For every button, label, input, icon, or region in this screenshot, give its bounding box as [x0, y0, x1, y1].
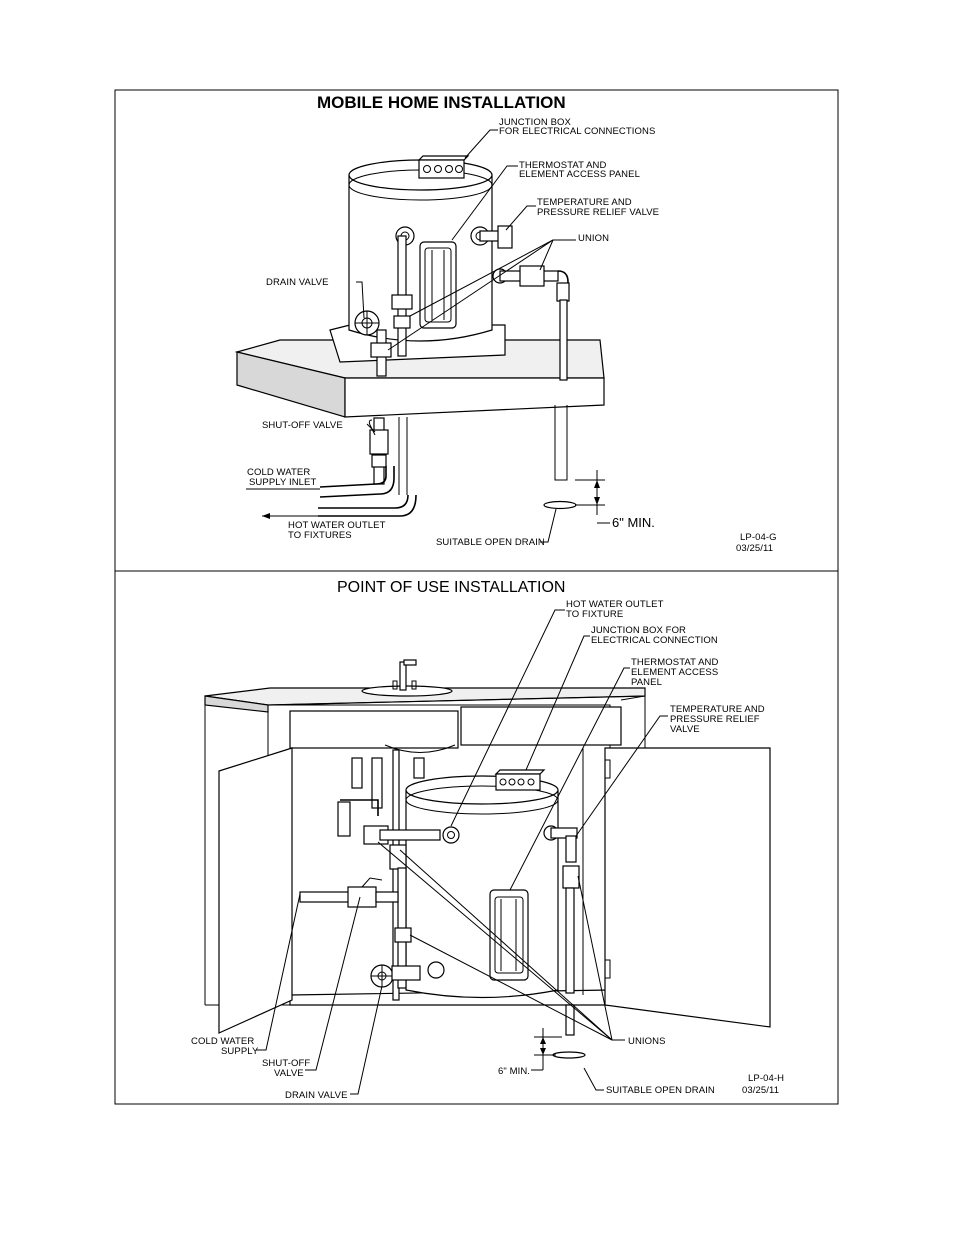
poi-shutoff-label: SHUT-OFF VALVE — [262, 1058, 313, 1079]
top-drawing-date: 03/25/11 — [736, 543, 773, 554]
junction-box — [417, 155, 470, 179]
bottom-panel-frame — [114, 570, 839, 1105]
poi-clearance-dimension — [531, 1028, 562, 1071]
poi-tp-valve-label: TEMPERATURE AND PRESSURE RELIEF VALVE — [670, 704, 768, 735]
top-clearance-label: 6" MIN. — [612, 515, 655, 530]
access-panel — [419, 241, 457, 329]
left-door — [218, 747, 293, 1034]
top-thermostat-label: THERMOSTAT AND ELEMENT ACCESS PANEL — [519, 160, 640, 180]
poi-open-drain — [552, 1051, 586, 1059]
poi-hot-water-label: HOT WATER OUTLET TO FIXTURE — [566, 599, 666, 620]
bottom-panel-title: POINT OF USE INSTALLATION — [337, 579, 565, 596]
top-shutoff-label: SHUT-OFF VALVE — [262, 420, 343, 431]
poi-drain-valve-label: DRAIN VALVE — [285, 1090, 348, 1101]
poi-plumbing — [299, 749, 580, 1036]
top-drain-valve-label: DRAIN VALVE — [266, 277, 329, 288]
top-drawing-id: LP-04-G — [740, 532, 777, 543]
poi-open-drain-label: SUITABLE OPEN DRAIN — [606, 1085, 715, 1096]
cold-plumbing — [318, 226, 417, 517]
top-junction-label: JUNCTION BOX FOR ELECTRICAL CONNECTIONS — [499, 117, 655, 137]
tp-valve — [497, 225, 513, 249]
top-cold-water-label: COLD WATER SUPPLY INLET — [247, 467, 316, 488]
poi-clearance-label: 6" MIN. — [498, 1066, 530, 1077]
mobile-home-diagram: MOBILE HOME INSTALLATION — [234, 93, 777, 554]
poi-shutoff-valve — [347, 886, 377, 908]
top-tp-valve-label: TEMPERATURE AND PRESSURE RELIEF VALVE — [537, 197, 659, 218]
faucet — [399, 661, 407, 691]
top-clearance-dimension — [575, 470, 610, 524]
top-union-label: UNION — [578, 233, 609, 244]
top-hot-water-label: HOT WATER OUTLET TO FIXTURES — [288, 520, 388, 541]
open-drain — [543, 500, 577, 510]
cabinet — [204, 687, 771, 1034]
poi-thermostat-label: THERMOSTAT AND ELEMENT ACCESS PANEL — [631, 657, 721, 688]
hot-plumbing — [470, 225, 570, 481]
poi-tp-valve — [565, 835, 577, 863]
poi-leaders — [256, 609, 668, 1095]
poi-junction-label: JUNCTION BOX FOR ELECTRICAL CONNECTION — [591, 625, 718, 646]
poi-heater-tank — [405, 775, 559, 999]
poi-unions-label: UNIONS — [628, 1036, 666, 1047]
poi-junction-box — [494, 769, 546, 791]
point-of-use-diagram: POINT OF USE INSTALLATION — [191, 579, 784, 1101]
sink — [361, 659, 456, 753]
poi-drawing-id: LP-04-H — [748, 1073, 784, 1084]
top-leaders — [246, 129, 576, 543]
right-door — [604, 747, 771, 1028]
top-open-drain-label: SUITABLE OPEN DRAIN — [436, 537, 545, 548]
poi-access-panel — [489, 889, 529, 981]
top-panel-title: MOBILE HOME INSTALLATION — [317, 93, 566, 112]
poi-cold-water-label: COLD WATER SUPPLY — [191, 1036, 259, 1057]
poi-drawing-date: 03/25/11 — [742, 1085, 779, 1096]
